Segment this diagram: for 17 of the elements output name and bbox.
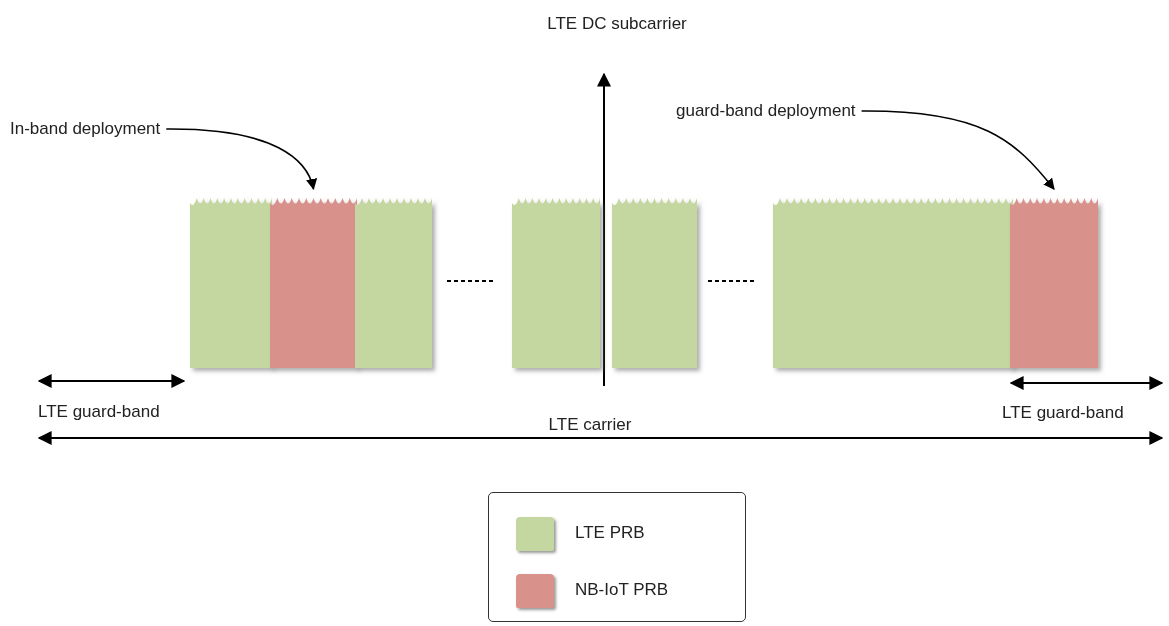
lte-prb-block [355, 197, 432, 368]
callout-label: guard-band deployment [676, 101, 856, 121]
legend-label: LTE PRB [575, 523, 645, 543]
callout-label: In-band deployment [10, 119, 161, 139]
axis-label: LTE carrier [548, 415, 632, 435]
lte-prb-block [612, 197, 697, 368]
nb-iot-prb-block [1010, 197, 1098, 368]
lte-prb-block [190, 197, 272, 368]
lte-prb-block [773, 197, 1013, 368]
leader-arrow [165, 128, 317, 191]
axis-label: LTE guard-band [38, 402, 160, 422]
axis-label: LTE DC subcarrier [547, 14, 687, 34]
lte-prb-block [512, 197, 600, 368]
leader-arrow [860, 110, 1055, 190]
legend-label: NB-IoT PRB [575, 580, 669, 600]
nb-iot-prb-block [270, 197, 357, 368]
axis-label: LTE guard-band [1002, 403, 1124, 423]
